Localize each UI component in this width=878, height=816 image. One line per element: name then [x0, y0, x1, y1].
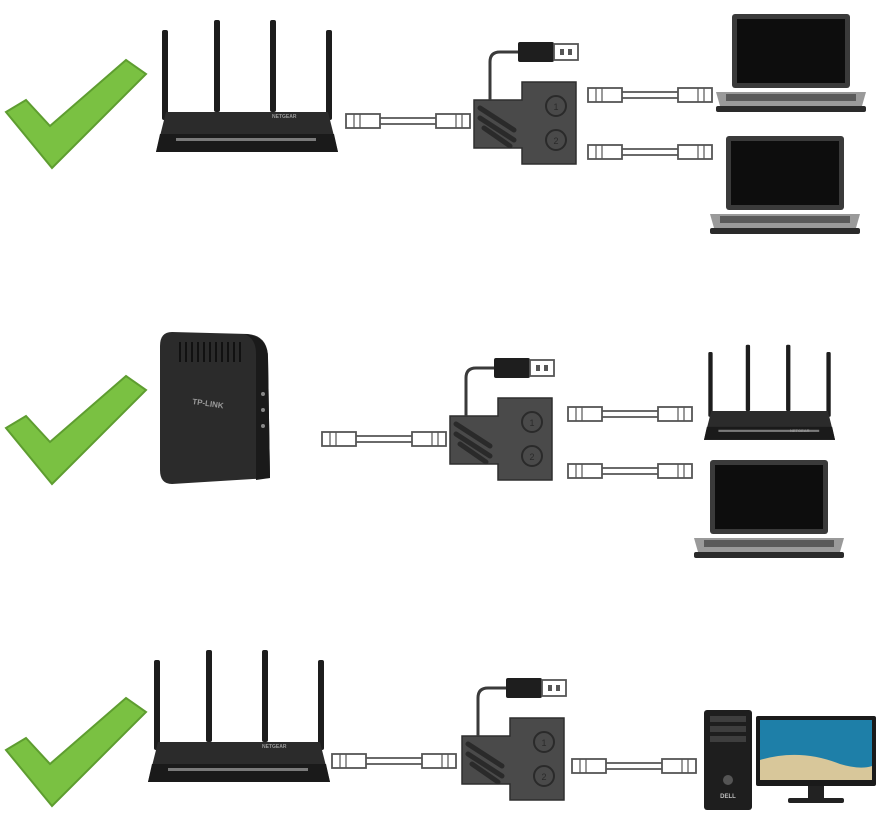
splitter-port-1-label: 1	[553, 102, 558, 112]
scenario-2: TP-LINK 1 2 NETGEAR	[5, 331, 844, 558]
ethernet-cable-icon	[321, 431, 447, 447]
ethernet-cable-icon	[587, 87, 713, 103]
router-icon: NETGEAR	[704, 344, 836, 440]
laptop-icon	[694, 460, 844, 558]
checkmark-icon	[5, 697, 147, 807]
checkmark-icon	[5, 59, 147, 169]
ethernet-cable-icon	[567, 463, 693, 479]
splitter-port-1-label: 1	[541, 738, 546, 748]
scenario-3: NETGEAR 1 2 DELL	[5, 650, 876, 810]
ethernet-cable-icon	[345, 113, 471, 129]
tower-brand-label: DELL	[720, 794, 736, 800]
ethernet-cable-icon	[587, 144, 713, 160]
ethernet-cable-icon	[567, 406, 693, 422]
desktop-tower-icon: DELL	[704, 710, 752, 810]
router-icon: NETGEAR	[156, 20, 338, 152]
splitter-icon	[462, 678, 566, 800]
splitter-icon	[450, 358, 554, 480]
checkmark-icon	[5, 375, 147, 485]
modem-brand-label: TP-LINK	[192, 397, 225, 410]
router-icon: NETGEAR	[148, 650, 330, 782]
splitter-port-1-label: 1	[529, 418, 534, 428]
laptop-icon	[716, 14, 866, 112]
ethernet-cable-icon	[331, 753, 457, 769]
splitter-icon	[474, 42, 578, 164]
modem-icon: TP-LINK	[159, 331, 271, 485]
scenario-1: NETGEAR 1 2	[5, 14, 866, 234]
splitter-port-2-label: 2	[541, 772, 546, 782]
ethernet-cable-icon	[571, 758, 697, 774]
router-brand-label: NETGEAR	[272, 114, 297, 120]
router-brand-label: NETGEAR	[790, 428, 810, 433]
monitor-icon	[756, 716, 876, 803]
router-brand-label: NETGEAR	[262, 744, 287, 750]
splitter-port-2-label: 2	[529, 452, 534, 462]
splitter-port-2-label: 2	[553, 136, 558, 146]
laptop-icon	[710, 136, 860, 234]
